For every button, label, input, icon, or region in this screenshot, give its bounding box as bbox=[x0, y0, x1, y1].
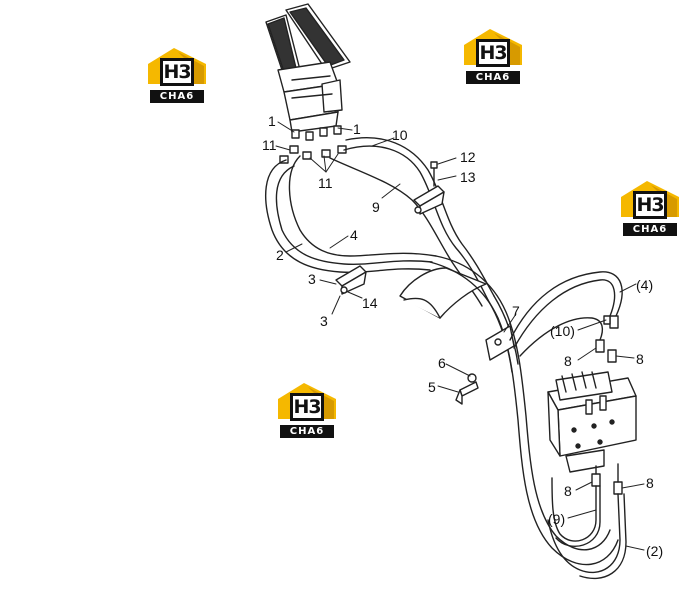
callout-12: 12 bbox=[460, 149, 476, 165]
callout-3b: 3 bbox=[320, 313, 328, 329]
logo-mark: H3 bbox=[476, 39, 510, 67]
callout-9p: (9) bbox=[548, 511, 565, 527]
logo-word: CHA6 bbox=[466, 71, 520, 84]
fittings-8-upper bbox=[595, 315, 619, 363]
frame-plate bbox=[399, 267, 487, 319]
logo-word: CHA6 bbox=[623, 223, 677, 236]
callout-8a: 8 bbox=[564, 353, 572, 369]
callout-11b: 11 bbox=[318, 175, 333, 191]
leader-lines bbox=[275, 121, 645, 551]
callout-7: 7 bbox=[512, 303, 520, 319]
brand-logo-2: H3 CHA6 bbox=[462, 27, 524, 85]
brand-logo-4: H3 CHA6 bbox=[276, 381, 338, 439]
callout-2: 2 bbox=[276, 247, 284, 263]
callout-13: 13 bbox=[460, 169, 476, 185]
fittings-8-lower bbox=[591, 463, 623, 495]
pilot-pedal-valve bbox=[265, 3, 351, 133]
callout-4: 4 bbox=[350, 227, 358, 243]
hose-4-10-right bbox=[509, 271, 623, 357]
logo-mark: H3 bbox=[160, 58, 194, 86]
callout-14: 14 bbox=[362, 295, 378, 311]
callout-10p: (10) bbox=[550, 323, 575, 339]
clamp-bracket-upper bbox=[413, 161, 445, 215]
brand-logo-3: H3 CHA6 bbox=[619, 179, 681, 237]
callout-2p: (2) bbox=[646, 543, 663, 559]
callout-6: 6 bbox=[438, 355, 446, 371]
callout-9: 9 bbox=[372, 199, 380, 215]
logo-word: CHA6 bbox=[150, 90, 204, 103]
callout-11a: 11 bbox=[262, 137, 277, 153]
callout-8c: 8 bbox=[564, 483, 572, 499]
pilot-fittings bbox=[279, 125, 347, 164]
callout-1b: 1 bbox=[353, 121, 361, 137]
logo-mark: H3 bbox=[633, 191, 667, 219]
logo-word: CHA6 bbox=[280, 425, 334, 438]
callout-8d: 8 bbox=[646, 475, 654, 491]
brand-logo-1: H3 CHA6 bbox=[146, 46, 208, 104]
bolt-5-washer-6 bbox=[455, 373, 479, 405]
callout-5: 5 bbox=[428, 379, 436, 395]
callout-8b: 8 bbox=[636, 351, 644, 367]
callout-labels: 1 11 11 1 10 12 13 9 2 4 3 14 3 7 6 5 (4… bbox=[262, 113, 663, 559]
logo-mark: H3 bbox=[290, 393, 324, 421]
hose-9-2-lower-loop bbox=[547, 477, 627, 580]
callout-4p: (4) bbox=[636, 277, 653, 293]
callout-10: 10 bbox=[392, 127, 408, 143]
clamp-bracket-lower bbox=[335, 265, 367, 295]
callout-1: 1 bbox=[268, 113, 276, 129]
callout-3a: 3 bbox=[308, 271, 316, 287]
hose-2-4-left-loop bbox=[264, 155, 437, 274]
bracket-7 bbox=[485, 325, 515, 361]
control-valve bbox=[547, 371, 637, 473]
